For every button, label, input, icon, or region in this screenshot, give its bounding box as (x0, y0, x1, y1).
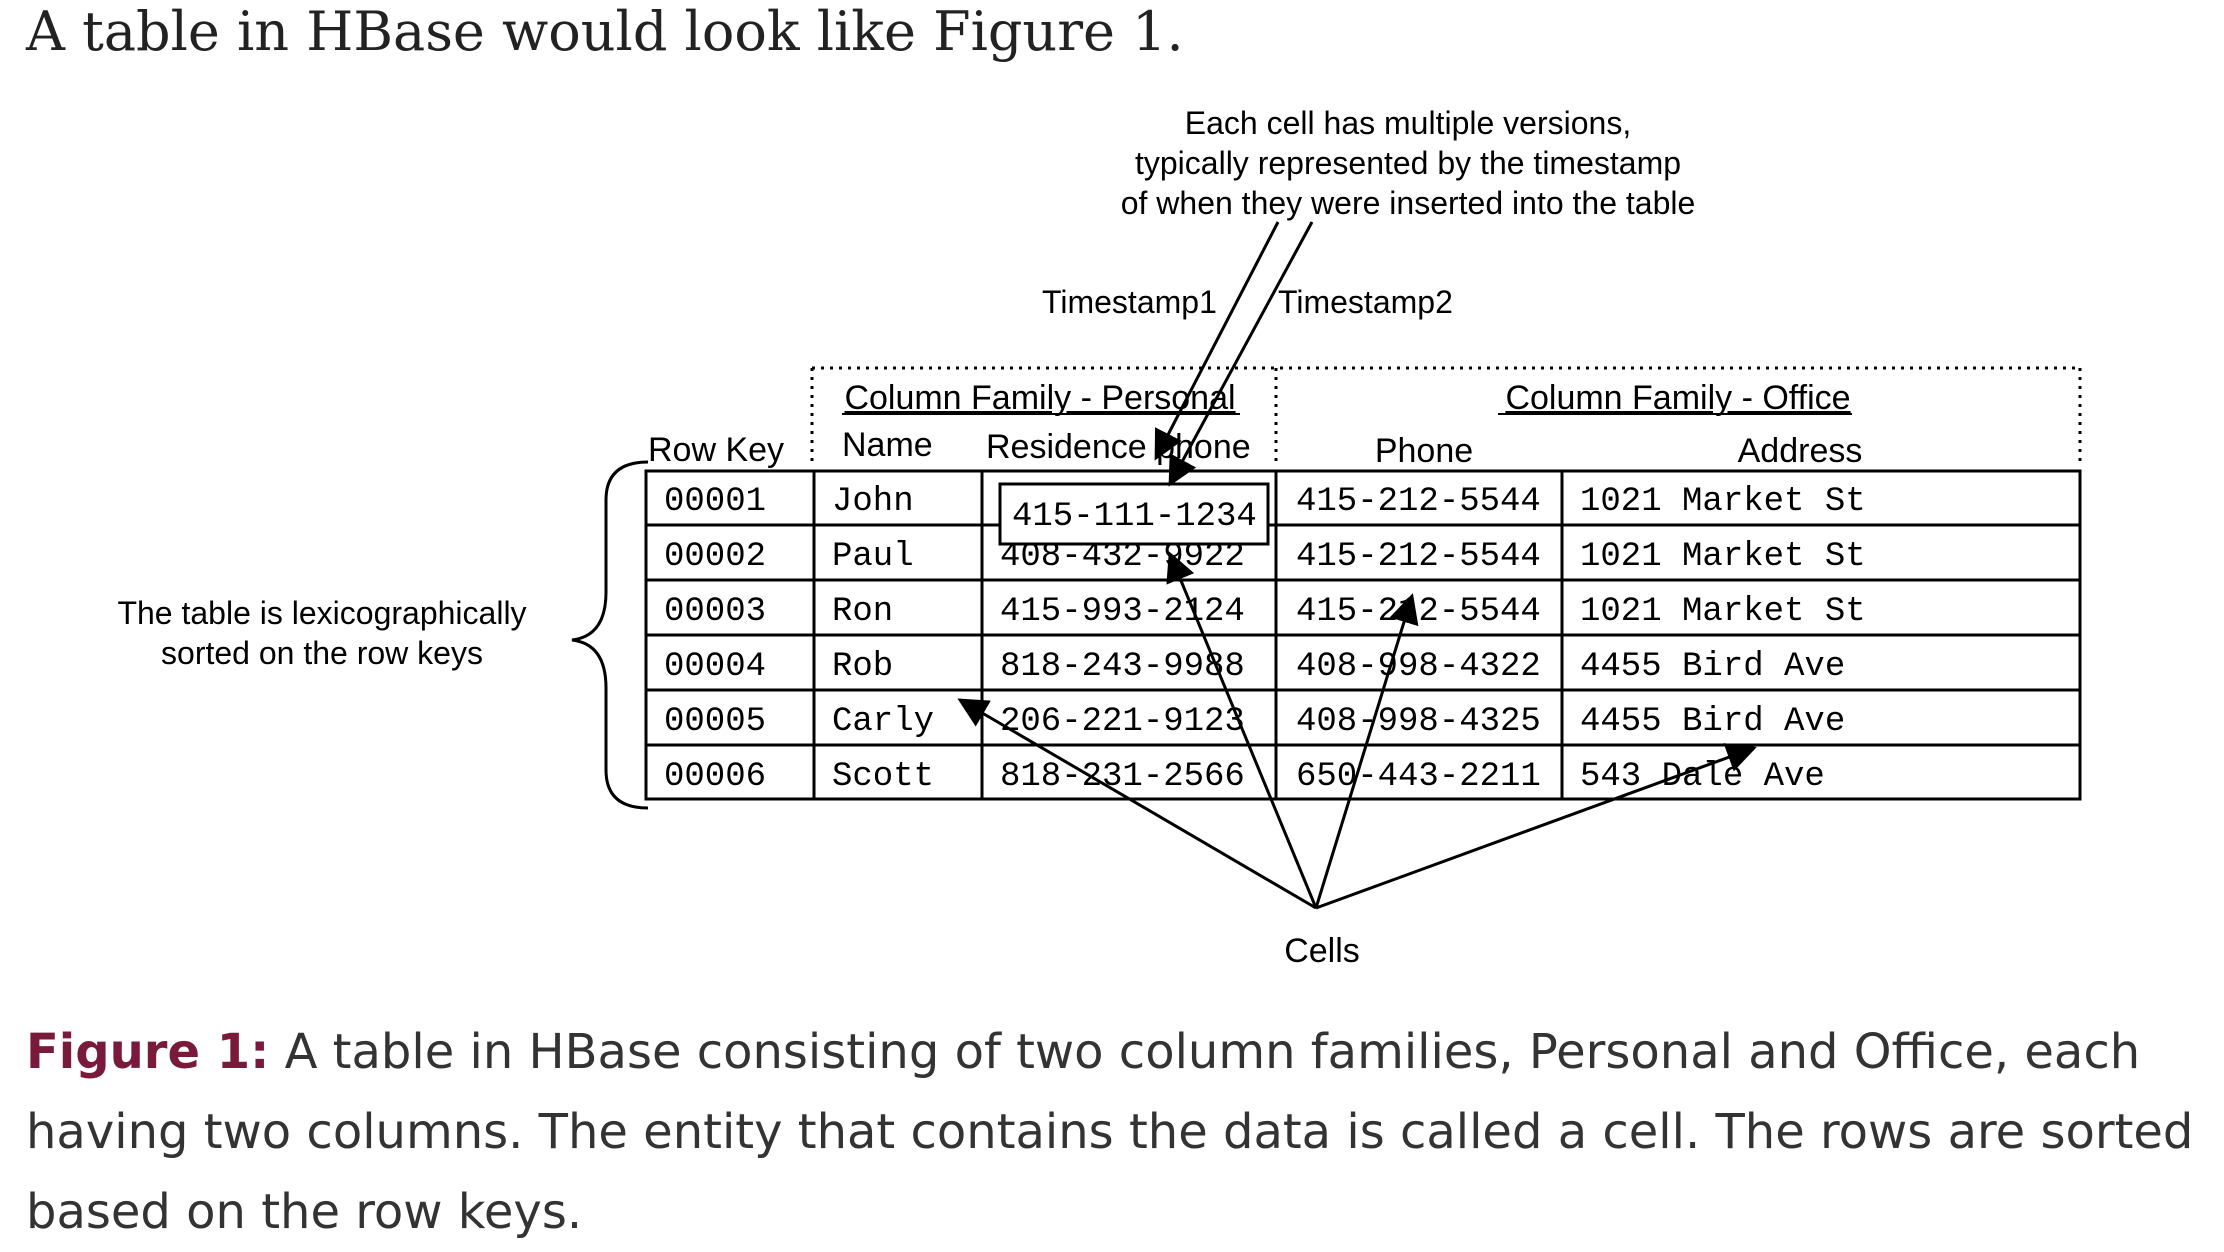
family-office-title: Column Family - Office (1505, 379, 1850, 417)
name-cell: Scott (832, 758, 934, 796)
name-cell: Rob (832, 648, 893, 686)
row-brace (571, 460, 649, 810)
sorted-note-line-2: sorted on the row keys (161, 635, 483, 671)
phone-cell: 415-212-5544 (1296, 593, 1541, 631)
row-key-cell: 00005 (664, 703, 766, 741)
version-popup-value: 415-111-1234 (1012, 498, 1257, 536)
table-row: 00004 Rob 818-243-9988 408-998-4322 4455 Bir… (664, 648, 1845, 686)
caption-text: A table in HBase consisting of two colum… (26, 1024, 2194, 1240)
phone-cell: 415-212-5544 (1296, 538, 1541, 576)
family-personal-title: Column Family - Personal (844, 379, 1235, 417)
address-cell: 543 Dale Ave (1580, 758, 1825, 796)
address-cell: 1021 Market St (1580, 538, 1866, 576)
row-key-cell: 00003 (664, 593, 766, 631)
versions-note-line-1: Each cell has multiple versions, (1185, 105, 1631, 141)
caption-label: Figure 1: (26, 1024, 270, 1080)
residence-cell: 206-221-9123 (1000, 703, 1245, 741)
hbase-table-figure: Each cell has multiple versions, typical… (117, 105, 2082, 970)
address-cell: 4455 Bird Ave (1580, 648, 1845, 686)
address-cell: 4455 Bird Ave (1580, 703, 1845, 741)
residence-cell: 818-231-2566 (1000, 758, 1245, 796)
row-key-cell: 00001 (664, 483, 766, 521)
header-phone: Phone (1375, 432, 1473, 470)
name-cell: Ron (832, 593, 893, 631)
column-family-boxes (810, 366, 2082, 462)
table-row: 00005 Carly 206-221-9123 408-998-4325 4455 B… (664, 703, 1845, 741)
phone-cell: 408-998-4322 (1296, 648, 1541, 686)
versions-note-line-3: of when they were inserted into the tabl… (1121, 185, 1696, 221)
name-cell: Carly (832, 703, 934, 741)
header-row-key: Row Key (648, 431, 784, 469)
phone-cell: 408-998-4325 (1296, 703, 1541, 741)
phone-cell: 415-212-5544 (1296, 483, 1541, 521)
timestamp2-label: Timestamp2 (1278, 284, 1453, 320)
residence-cell: 818-243-9988 (1000, 648, 1245, 686)
header-address: Address (1738, 432, 1863, 470)
table-row: 00006 Scott 818-231-2566 650-443-2211 543 Da… (664, 758, 1825, 796)
figure-caption: Figure 1: A table in HBase consisting of… (26, 1012, 2206, 1252)
version-popup: 415-111-1234 (998, 482, 1270, 546)
header-residence-phone: Residence phone (986, 428, 1251, 466)
residence-cell: 415-993-2124 (1000, 593, 1245, 631)
timestamp1-label: Timestamp1 (1042, 284, 1217, 320)
header-name: Name (842, 426, 933, 464)
row-key-cell: 00002 (664, 538, 766, 576)
cells-arrows (957, 551, 1757, 910)
address-cell: 1021 Market St (1580, 483, 1866, 521)
row-key-cell: 00004 (664, 648, 766, 686)
row-key-cell: 00006 (664, 758, 766, 796)
intro-heading: A table in HBase would look like Figure … (26, 0, 1184, 63)
phone-cell: 650-443-2211 (1296, 758, 1541, 796)
cells-label: Cells (1284, 932, 1360, 970)
table-grid (644, 469, 2082, 801)
table-row: 00003 Ron 415-993-2124 415-212-5544 1021 Mar… (664, 593, 1866, 631)
sorted-note-line-1: The table is lexicographically (117, 595, 526, 631)
versions-note-line-2: typically represented by the timestamp (1135, 145, 1681, 181)
name-cell: Paul (832, 538, 914, 576)
name-cell: John (832, 483, 914, 521)
timestamp-arrows (1154, 221, 1314, 487)
address-cell: 1021 Market St (1580, 593, 1866, 631)
